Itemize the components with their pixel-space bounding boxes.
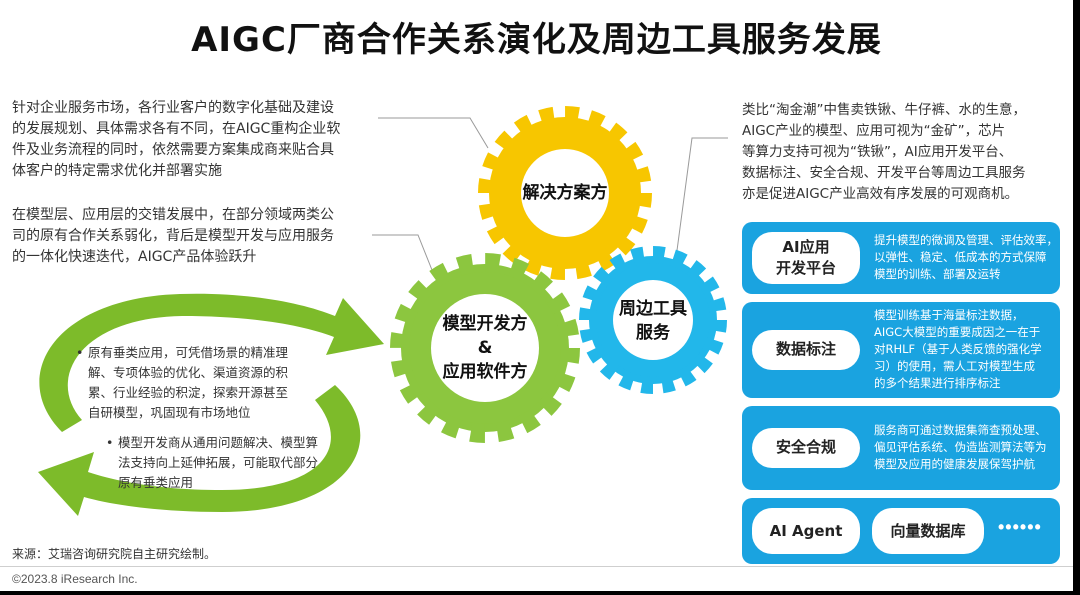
left-paragraph-1-line: 体客户的特定需求优化并部署实施 [12, 163, 222, 179]
tool-card-pill: 数据标注 [752, 330, 860, 370]
ai-agent-pill: AI Agent [752, 508, 860, 554]
gear-solution-icon [478, 106, 652, 280]
right-paragraph: 类比“淘金潮”中售卖铁锹、牛仔裤、水的生意， AIGC产业的模型、应用可视为“金… [742, 100, 1067, 205]
tool-card-description-line: AIGC大模型的重要成因之一在于 [874, 325, 1041, 339]
gear-tools-label-line: 周边工具 [619, 299, 687, 319]
gear-tools-label-line: 服务 [636, 323, 670, 343]
tool-card-description-line: 模型及应用的健康发展保驾护航 [874, 457, 1035, 471]
left-paragraph-1-line: 针对企业服务市场，各行业客户的数字化基础及建设 [12, 100, 334, 116]
tool-card-security: 安全合规 服务商可通过数据集筛查预处理、 偏见评估系统、伪造监测算法等为 模型及… [742, 406, 1060, 490]
tool-card-description-line: 模型的训练、部署及运转 [874, 267, 1001, 281]
bullet-line: 原有垂类应用 [118, 475, 194, 490]
left-paragraph-1: 针对企业服务市场，各行业客户的数字化基础及建设 的发展规划、具体需求各有不同，在… [12, 98, 372, 182]
tool-card-pill-line: 开发平台 [775, 259, 836, 277]
bullet-line: 累、行业经验的积淀，探索开源甚至 [88, 385, 289, 400]
left-paragraph-1-line: 的发展规划、具体需求各有不同，在AIGC重构企业软 [12, 121, 341, 137]
tool-card-pill: 安全合规 [752, 428, 860, 468]
tool-card-description-line: 的多个结果进行排序标注 [874, 376, 1001, 390]
tool-card-pill-line: AI应用 [782, 238, 830, 256]
tool-card-description-line: 偏见评估系统、伪造监测算法等为 [874, 440, 1047, 454]
bullet-marker: • [106, 435, 114, 450]
connector-line-solution [378, 117, 489, 149]
gear-solution-label-line: 解决方案方 [522, 183, 608, 203]
tool-card-description-line: 对RHLF（基于人类反馈的强化学 [874, 342, 1042, 356]
bullet-line: 自研模型，巩固现有市场地位 [88, 405, 251, 420]
vector-db-pill: 向量数据库 [872, 508, 984, 554]
left-paragraph-2-line: 的一体化快速迭代，AIGC产品体验跃升 [12, 249, 257, 265]
connector-line-model [372, 234, 433, 271]
gear-model-label-line: & [477, 338, 493, 358]
tool-card-pill-line: 安全合规 [775, 438, 836, 456]
bullet-line: 模型开发商从通用问题解决、模型算 [118, 435, 319, 450]
bullet-marker: • [76, 345, 84, 360]
gear-tools-icon [579, 246, 727, 394]
left-paragraph-2-line: 司的原有合作关系弱化，背后是模型开发与应用服务 [12, 228, 334, 244]
tool-card-pill: AI应用 开发平台 [752, 232, 860, 284]
right-paragraph-line: 亦是促进AIGC产业高效有序发展的可观商机。 [742, 186, 1019, 202]
bullet-line: 解、专项体验的优化、渠道资源的积 [88, 365, 289, 380]
tool-card-more: AI Agent 向量数据库 [742, 498, 1060, 564]
bullet-item: • 原有垂类应用，可凭借场景的精准理 解、专项体验的优化、渠道资源的积 累、行业… [76, 343, 338, 423]
right-paragraph-line: 类比“淘金潮”中售卖铁锹、牛仔裤、水的生意， [742, 102, 1026, 118]
right-paragraph-line: AIGC产业的模型、应用可视为“金矿”，芯片 [742, 123, 1006, 139]
left-paragraph-2: 在模型层、应用层的交错发展中，在部分领域两类公 司的原有合作关系弱化，背后是模型… [12, 205, 372, 268]
tool-card-description-line: 服务商可通过数据集筛查预处理、 [874, 423, 1047, 437]
bullet-line: 原有垂类应用，可凭借场景的精准理 [88, 345, 289, 360]
cycle-arrow-top [39, 293, 384, 432]
gear-model-label-line: 模型开发方 [442, 314, 528, 334]
gear-model-icon [390, 253, 580, 443]
tool-card-description-line: 提升模型的微调及管理、评估效率， [874, 233, 1058, 247]
source-note: 来源：艾瑞咨询研究院自主研究绘制。 [12, 547, 217, 561]
tool-card-description: 服务商可通过数据集筛查预处理、 偏见评估系统、伪造监测算法等为 模型及应用的健康… [874, 422, 1059, 473]
tool-card-description: 提升模型的微调及管理、评估效率， 以弹性、稳定、低成本的方式保障 模型的训练、部… [874, 232, 1059, 283]
bullet-item: • 模型开发商从通用问题解决、模型算 法支持向上延伸拓展，可能取代部分 原有垂类… [106, 433, 358, 493]
gear-solution-label: 解决方案方 [515, 181, 615, 205]
copyright: ©2023.8 iResearch Inc. [12, 572, 138, 586]
right-paragraph-line: 数据标注、安全合规、开发平台等周边工具服务 [742, 165, 1026, 181]
connector-line-tools [675, 137, 728, 259]
cycle-arrow-bottom [38, 385, 361, 516]
tool-card-description-line: 模型训练基于海量标注数据， [874, 308, 1024, 322]
page-title: AIGC厂商合作关系演化及周边工具服务发展 [191, 20, 882, 60]
left-paragraph-2-line: 在模型层、应用层的交错发展中，在部分领域两类公 [12, 207, 334, 223]
gear-model-label: 模型开发方 & 应用软件方 [425, 312, 545, 384]
tool-card-pill-line: 数据标注 [775, 340, 836, 358]
left-paragraph-1-line: 件及业务流程的同时，依然需要方案集成商来贴合具 [12, 142, 334, 158]
gear-model-label-line: 应用软件方 [442, 362, 528, 382]
tool-card-ai-platform: AI应用 开发平台 提升模型的微调及管理、评估效率， 以弹性、稳定、低成本的方式… [742, 222, 1060, 294]
bullet-line: 法支持向上延伸拓展，可能取代部分 [118, 455, 319, 470]
tool-card-description-line: 习）的使用，需人工对模型生成 [874, 359, 1035, 373]
tool-card-description-line: 以弹性、稳定、低成本的方式保障 [874, 250, 1047, 264]
right-paragraph-line: 等算力支持可视为“铁锹”，AI应用开发平台、 [742, 144, 1013, 160]
more-dots: •••••• [998, 517, 1042, 537]
tool-card-description: 模型训练基于海量标注数据， AIGC大模型的重要成因之一在于 对RHLF（基于人… [874, 307, 1059, 392]
footer-divider [0, 566, 1073, 567]
tool-card-data-labeling: 数据标注 模型训练基于海量标注数据， AIGC大模型的重要成因之一在于 对RHL… [742, 302, 1060, 398]
gear-tools-label: 周边工具 服务 [608, 297, 698, 345]
